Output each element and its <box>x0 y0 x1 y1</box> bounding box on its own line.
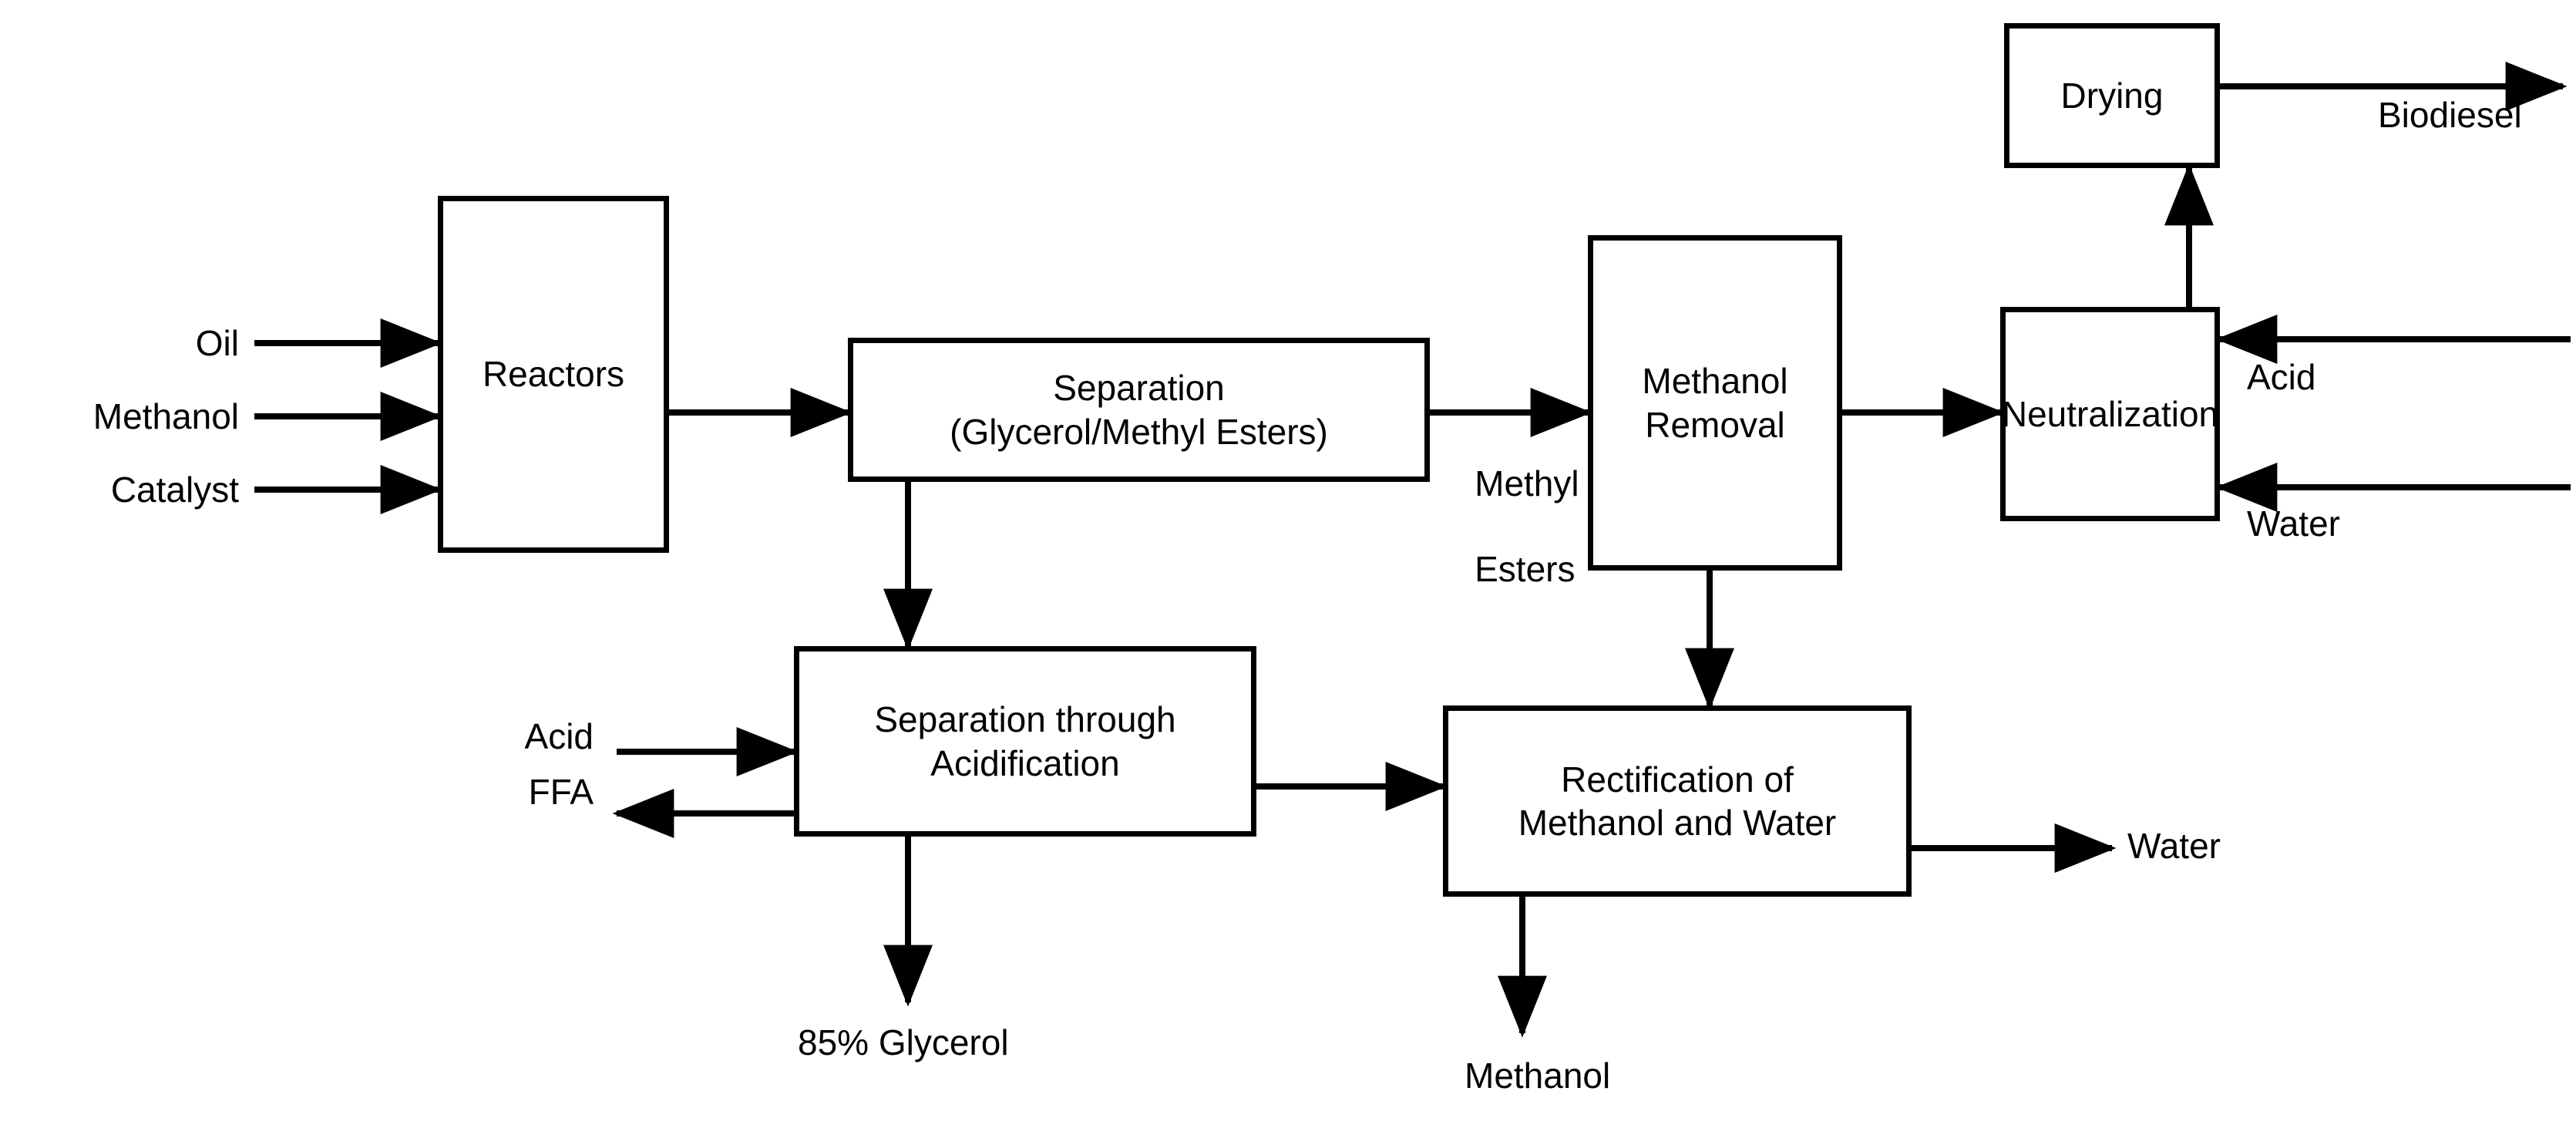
node-acidification[interactable]: Separation through Acidification <box>794 646 1256 837</box>
methyl-esters-line1: Methyl <box>1475 463 1579 504</box>
node-neutralization-label: Neutralization <box>2001 393 2219 434</box>
node-methanol-removal-label-line1: Methanol <box>1642 361 1788 402</box>
node-rectification-label-line1: Rectification of <box>1561 759 1794 800</box>
stream-label-methanol-product: Methanol <box>1465 1056 1611 1096</box>
node-neutralization[interactable]: Neutralization <box>2000 307 2220 521</box>
stream-label-oil: Oil <box>195 323 239 363</box>
node-drying-label: Drying <box>2060 75 2164 116</box>
node-drying[interactable]: Drying <box>2004 23 2220 168</box>
node-rectification-label-line2: Methanol and Water <box>1518 803 1837 843</box>
node-reactors[interactable]: Reactors <box>438 196 669 553</box>
methyl-esters-line2: Esters <box>1475 548 1576 589</box>
node-separation-label-line1: Separation <box>1053 368 1225 409</box>
stream-label-methyl-esters: Methyl Esters <box>1435 420 1620 633</box>
stream-label-water-product: Water <box>2127 826 2221 866</box>
node-rectification[interactable]: Rectification of Methanol and Water <box>1443 705 1912 897</box>
stream-label-methanol-feed: Methanol <box>92 396 239 436</box>
node-acidification-label-line1: Separation through <box>874 699 1176 740</box>
node-methanol-removal-label-line2: Removal <box>1645 404 1785 445</box>
node-reactors-label: Reactors <box>482 354 625 395</box>
stream-label-biodiesel: Biodiesel <box>2378 95 2522 135</box>
stream-label-acid-acidification: Acid <box>524 716 594 756</box>
node-separation-label-line2: (Glycerol/Methyl Esters) <box>950 411 1328 452</box>
stream-label-water-neutralization: Water <box>2247 503 2340 544</box>
node-acidification-label-line2: Acidification <box>930 742 1120 783</box>
stream-label-acid-neutralization: Acid <box>2247 357 2316 397</box>
stream-label-glycerol-product: 85% Glycerol <box>798 1022 1009 1062</box>
stream-label-catalyst-feed: Catalyst <box>110 470 239 510</box>
node-methanol-removal[interactable]: Methanol Removal <box>1588 235 1842 571</box>
node-separation[interactable]: Separation (Glycerol/Methyl Esters) <box>848 338 1430 482</box>
stream-label-ffa: FFA <box>528 772 594 812</box>
